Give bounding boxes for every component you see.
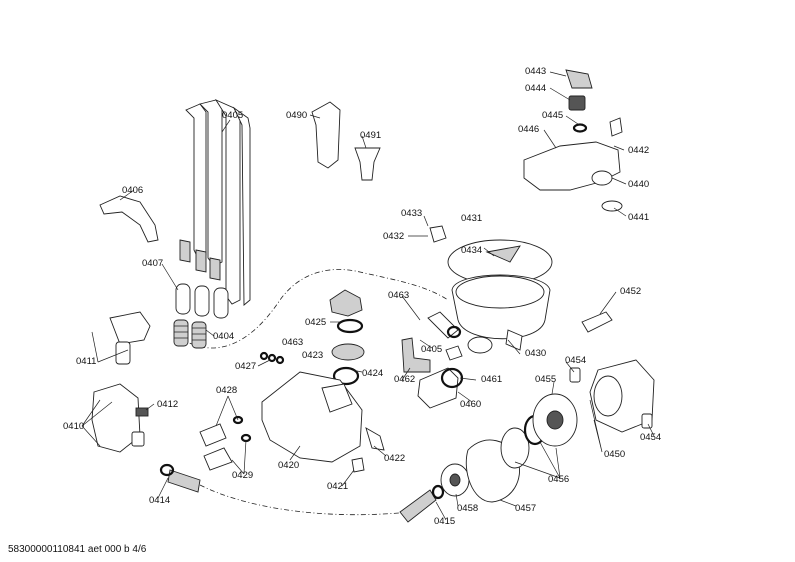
label-0454-b: 0454 (640, 432, 661, 443)
hose-part-0414 (167, 469, 201, 493)
label-0407: 0407 (142, 258, 163, 269)
label-0491: 0491 (360, 130, 381, 141)
label-0411: 0411 (76, 356, 96, 367)
heater-pipe-assembly (179, 98, 251, 306)
label-0412: 0412 (157, 399, 178, 410)
label-0421: 0421 (327, 481, 348, 492)
label-0433: 0433 (401, 208, 422, 219)
ring-part-0415 (431, 484, 445, 500)
leader-lines (81, 71, 655, 521)
label-0422: 0422 (384, 453, 405, 464)
hose-path-line (179, 269, 449, 349)
label-0460: 0460 (460, 399, 481, 410)
label-0456: 0456 (548, 474, 569, 485)
label-0434: 0434 (461, 245, 482, 256)
label-0445: 0445 (542, 110, 563, 121)
label-0443: 0443 (525, 66, 546, 77)
label-0455: 0455 (535, 374, 556, 385)
sump-assembly-0430 (429, 225, 553, 354)
valve-assembly-0440 (523, 69, 623, 212)
label-0432: 0432 (383, 231, 404, 242)
label-0441: 0441 (628, 212, 649, 223)
drawing-reference-footer: 58300000110841 aet 000 b 4/6 (8, 544, 147, 555)
pressure-switch-group (401, 311, 464, 409)
label-0405-b: 0405 (421, 344, 442, 355)
hose-path-line-lower (199, 484, 411, 516)
label-0414: 0414 (149, 495, 170, 506)
label-0446: 0446 (518, 124, 539, 135)
label-0462: 0462 (394, 374, 415, 385)
valve-parts-0428-0429 (199, 415, 252, 471)
label-0415: 0415 (434, 516, 455, 527)
label-0440: 0440 (628, 179, 649, 190)
label-0425: 0425 (305, 317, 326, 328)
label-0431: 0431 (461, 213, 482, 224)
label-0406: 0406 (122, 185, 143, 196)
label-0410: 0410 (63, 421, 84, 432)
label-0424: 0424 (362, 368, 383, 379)
label-0420: 0420 (278, 460, 299, 471)
label-0452: 0452 (620, 286, 641, 297)
label-0463-b: 0463 (282, 337, 303, 348)
cover-part-0406 (99, 195, 159, 243)
ring-part-0414 (159, 463, 175, 477)
sleeves-0407 (175, 283, 229, 319)
label-0429: 0429 (232, 470, 253, 481)
label-0463-a: 0463 (388, 290, 409, 301)
pump-assembly-0457 (440, 359, 655, 503)
label-0442: 0442 (628, 145, 649, 156)
label-0444: 0444 (525, 83, 546, 94)
cap-part-0491 (354, 147, 381, 181)
label-0405-a: 0405 (222, 110, 243, 121)
label-0428: 0428 (216, 385, 237, 396)
label-0490: 0490 (286, 110, 307, 121)
funnel-part-0490 (311, 101, 341, 169)
valve-assembly-0410 (91, 311, 151, 453)
label-0427: 0427 (235, 361, 256, 372)
label-0450: 0450 (604, 449, 625, 460)
base-assembly-0420 (259, 289, 385, 473)
hose-part-0415 (399, 489, 437, 523)
filter-part-0452 (581, 311, 613, 333)
label-0423: 0423 (302, 350, 323, 361)
label-0458: 0458 (457, 503, 478, 514)
label-0457: 0457 (515, 503, 536, 514)
label-0404: 0404 (213, 331, 234, 342)
part-labels: 0405 0490 0491 0443 0444 0445 0446 0442 … (63, 66, 661, 527)
corrugated-connectors-0404 (173, 319, 207, 349)
label-0461: 0461 (481, 374, 502, 385)
label-0454-a: 0454 (565, 355, 586, 366)
label-0430: 0430 (525, 348, 546, 359)
